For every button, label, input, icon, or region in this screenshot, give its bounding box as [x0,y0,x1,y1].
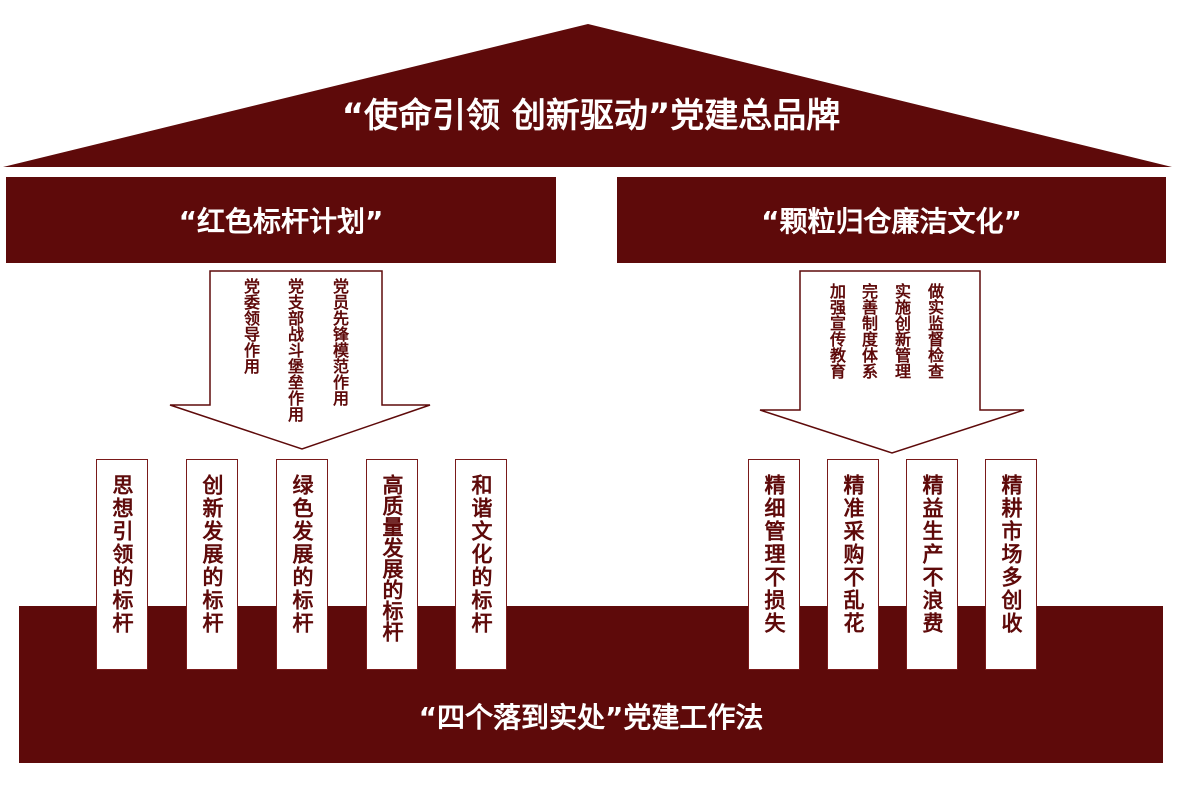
benchmark-label: 精准采购不乱花 [841,474,865,635]
foundation-title: “四个落到实处”党建工作法 [418,701,764,734]
right-down-arrow [759,270,1025,454]
left-benchmark-pillar: 思想引领的标杆 [96,459,148,670]
benchmark-label: 高质量发展的标杆 [380,474,404,642]
left-benchmark-pillar: 高质量发展的标杆 [366,459,418,670]
right-arrow-item: 加强宣传教育 [827,283,846,379]
right-pillar-head: “颗粒归仓廉洁文化” [617,177,1166,263]
benchmark-label: 思想引领的标杆 [110,474,134,635]
benchmark-label: 精耕市场多创收 [999,474,1023,635]
left-arrow-item: 党支部战斗堡垒作用 [285,278,304,422]
left-benchmark-pillar: 创新发展的标杆 [186,459,238,670]
benchmark-label: 创新发展的标杆 [200,474,224,635]
benchmark-label: 和谐文化的标杆 [469,474,493,635]
benchmark-label: 精益生产不浪费 [920,474,944,635]
benchmark-label: 绿色发展的标杆 [290,474,314,635]
benchmark-label: 精细管理不损失 [762,474,786,635]
left-arrow-item: 党委领导作用 [241,278,260,374]
right-arrow-item: 实施创新管理 [892,283,911,379]
left-benchmark-pillar: 和谐文化的标杆 [455,459,507,670]
roof-triangle [3,24,1172,167]
right-arrow-item: 完善制度体系 [859,283,878,379]
right-pillar-title: “颗粒归仓廉洁文化” [761,205,1022,238]
right-benchmark-pillar: 精细管理不损失 [748,459,800,670]
brand-title: “使命引领 创新驱动”党建总品牌 [341,96,841,136]
left-benchmark-pillar: 绿色发展的标杆 [276,459,328,670]
left-arrow-item: 党员先锋模范作用 [330,278,349,406]
right-benchmark-pillar: 精准采购不乱花 [827,459,879,670]
left-pillar-head: “红色标杆计划” [6,177,556,263]
right-benchmark-pillar: 精耕市场多创收 [985,459,1037,670]
left-down-arrow [169,270,431,450]
right-benchmark-pillar: 精益生产不浪费 [906,459,958,670]
right-arrow-item: 做实监督检查 [925,283,944,379]
left-pillar-title: “红色标杆计划” [178,205,384,238]
